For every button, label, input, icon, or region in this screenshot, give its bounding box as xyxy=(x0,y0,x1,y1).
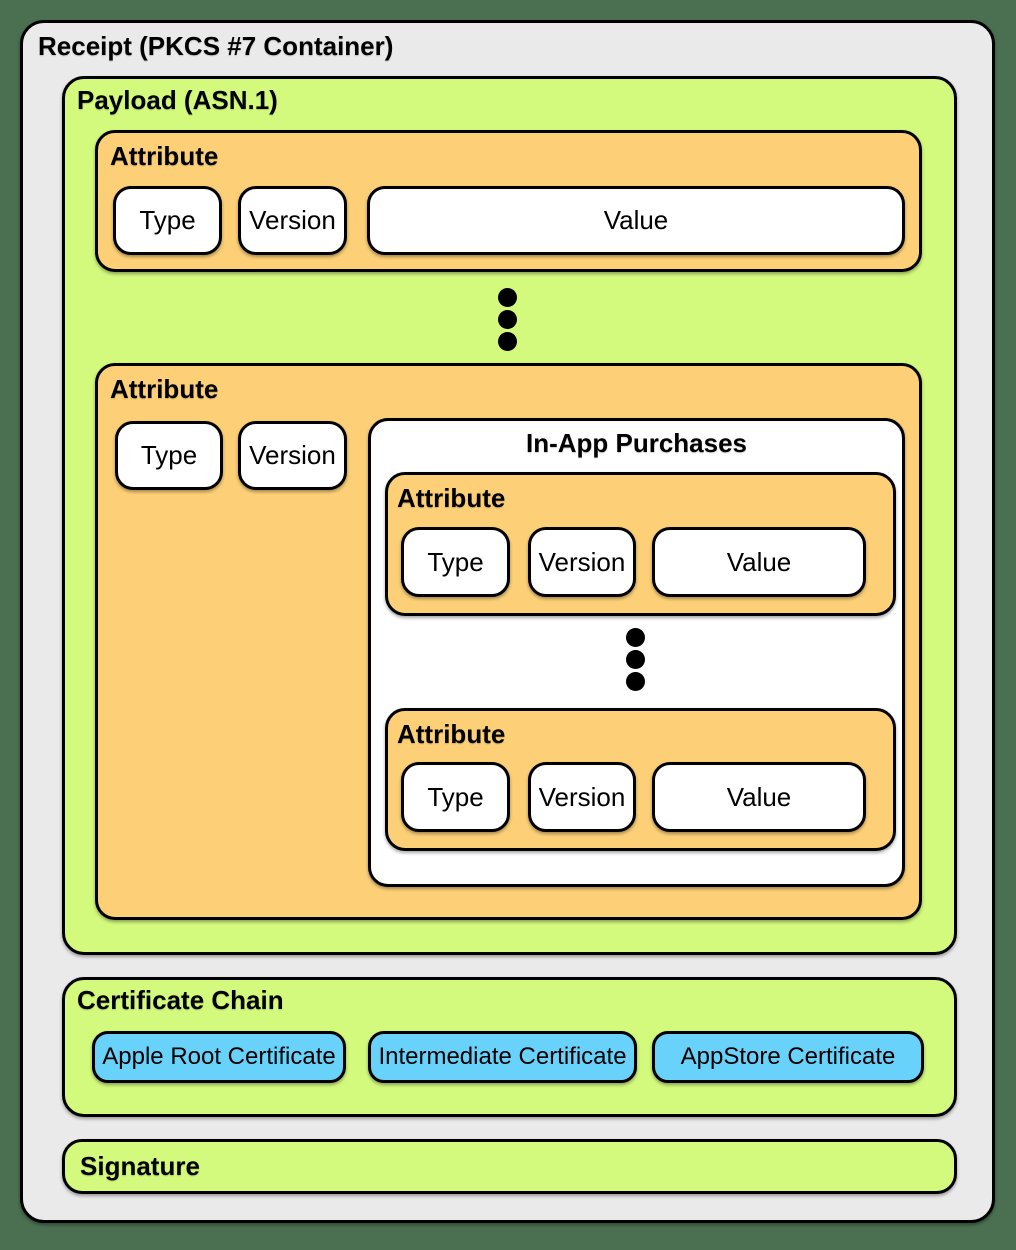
intermediate-certificate-box: Intermediate Certificate xyxy=(368,1031,637,1083)
receipt-title: Receipt (PKCS #7 Container) xyxy=(38,31,394,61)
in-app-attribute-top: Attribute Type Version Value xyxy=(385,472,896,616)
ellipsis-dot xyxy=(498,332,517,351)
ellipsis-dot xyxy=(626,628,645,647)
type-field: Type xyxy=(401,762,510,832)
payload-container: Payload (ASN.1) Attribute Type Version V… xyxy=(62,76,957,955)
payload-attribute-bottom: Attribute Type Version In-App Purchases … xyxy=(95,363,922,920)
value-field: Value xyxy=(652,762,866,832)
ellipsis-dot xyxy=(626,650,645,669)
type-field: Type xyxy=(113,186,222,255)
ellipsis-dot xyxy=(498,310,517,329)
certificate-chain-title: Certificate Chain xyxy=(77,985,284,1015)
signature-title: Signature xyxy=(80,1150,200,1181)
apple-root-certificate-box: Apple Root Certificate xyxy=(92,1031,346,1083)
attribute-title: Attribute xyxy=(397,483,506,513)
attribute-title: Attribute xyxy=(110,374,219,404)
value-field: Value xyxy=(652,527,866,597)
appstore-certificate-box: AppStore Certificate xyxy=(652,1031,924,1083)
type-field: Type xyxy=(115,421,223,490)
payload-title: Payload (ASN.1) xyxy=(77,85,278,115)
ellipsis-dot xyxy=(626,672,645,691)
ellipsis-dots xyxy=(498,288,518,351)
ellipsis-dot xyxy=(498,288,517,307)
version-field: Version xyxy=(238,421,347,490)
ellipsis-dots xyxy=(626,628,646,691)
payload-attribute-top: Attribute Type Version Value xyxy=(95,130,922,272)
attribute-title: Attribute xyxy=(110,141,219,171)
type-field: Type xyxy=(401,527,510,597)
certificate-chain-container: Certificate Chain Apple Root Certificate… xyxy=(62,977,957,1117)
in-app-attribute-bottom: Attribute Type Version Value xyxy=(385,708,896,851)
version-field: Version xyxy=(528,762,636,832)
value-field: Value xyxy=(367,186,905,255)
in-app-purchases-container: In-App Purchases Attribute Type Version … xyxy=(368,418,905,887)
signature-container: Signature xyxy=(62,1139,957,1194)
version-field: Version xyxy=(528,527,636,597)
attribute-title: Attribute xyxy=(397,719,506,749)
version-field: Version xyxy=(238,186,347,255)
in-app-purchases-title: In-App Purchases xyxy=(525,428,748,458)
receipt-container: Receipt (PKCS #7 Container) Payload (ASN… xyxy=(20,20,995,1223)
